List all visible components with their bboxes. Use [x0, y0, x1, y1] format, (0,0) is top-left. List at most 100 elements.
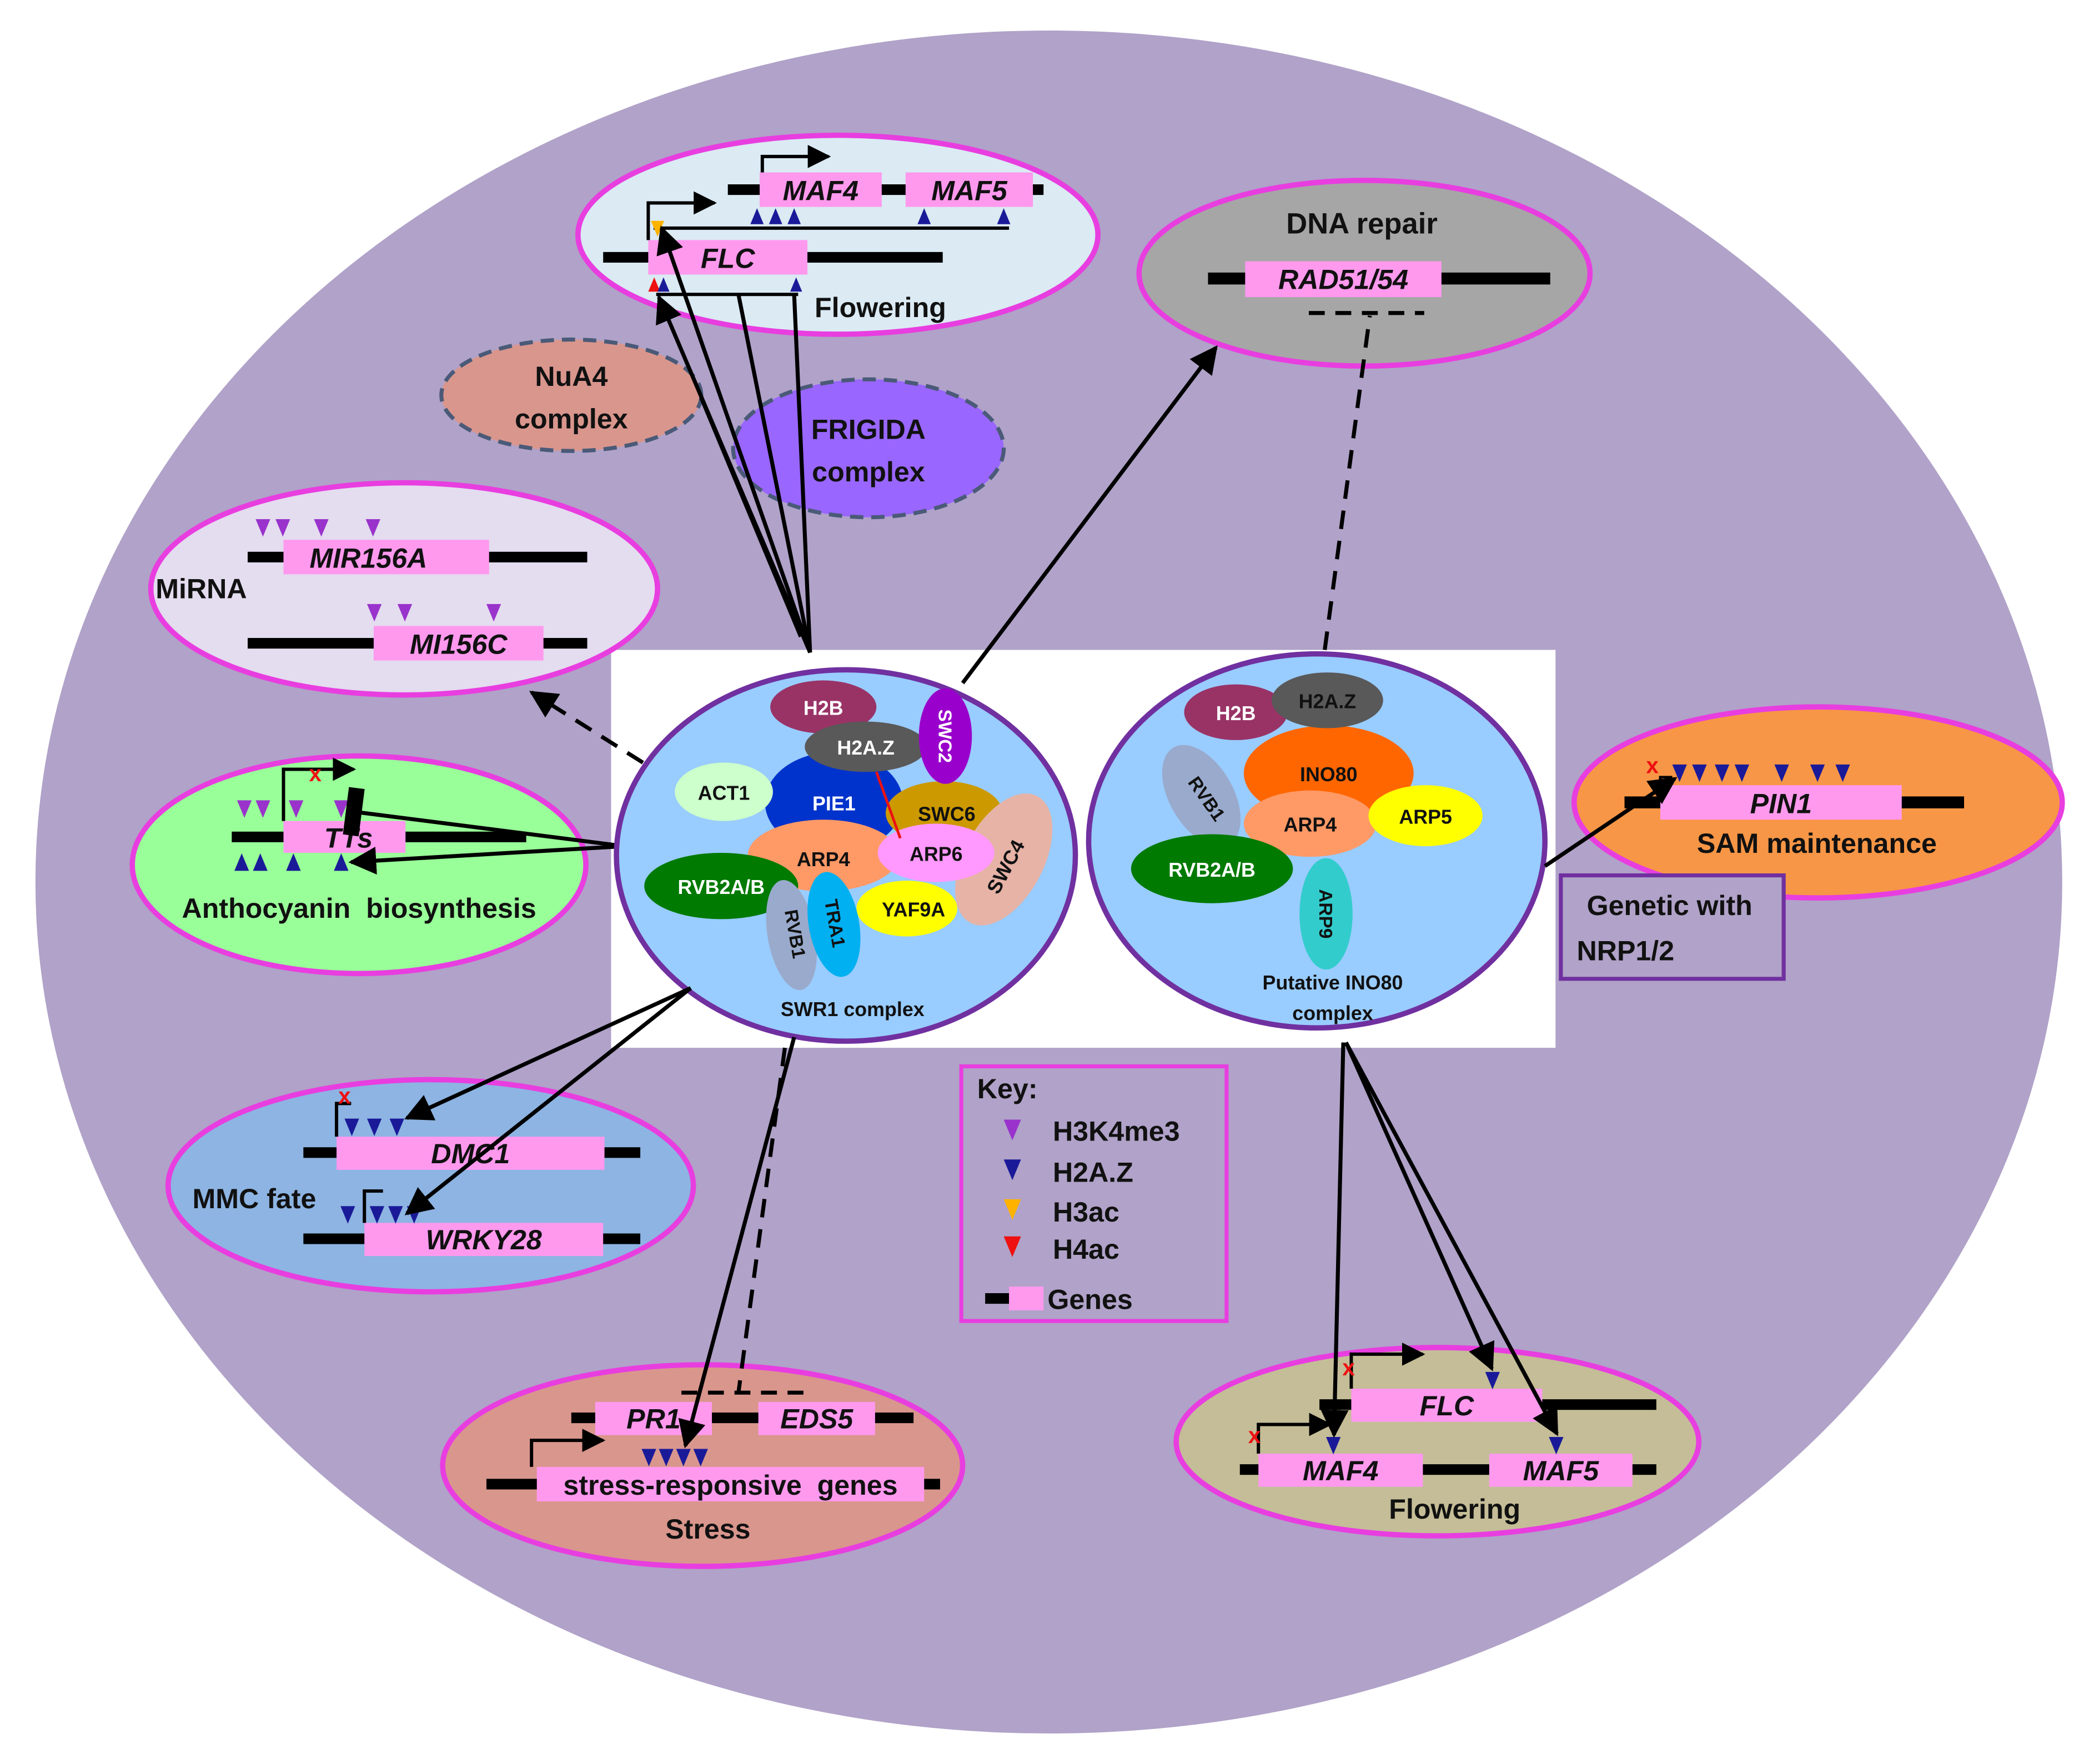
swr1-arp6-label: ARP6 [910, 843, 963, 865]
anthocyanin-title: Anthocyanin biosynthesis [182, 893, 536, 924]
ino80-rvb1 [1162, 745, 1241, 847]
flowering-top-title: Flowering [815, 292, 946, 323]
swr1-swc2-label: SWC2 [935, 709, 955, 763]
swr1-h2b [770, 680, 877, 733]
arrow [736, 294, 812, 653]
ino80-h2b [1184, 684, 1288, 740]
anthocyanin-group: TTs x Anthocyanin biosynthesis [129, 753, 589, 977]
ino80-h2az [1272, 672, 1383, 728]
key-h2az-label: H2A.Z [1053, 1157, 1133, 1188]
flowering-bottom-title: Flowering [1389, 1494, 1520, 1525]
ino80-h2az-label: H2A.Z [1299, 691, 1357, 713]
tts-gene-label: TTs [324, 822, 373, 853]
swr1-swc6-label: SWC6 [918, 803, 976, 826]
frigida-label-line1: FRIGIDA [811, 414, 926, 445]
maf5-b-gene-box [1489, 1454, 1633, 1487]
swr1-swc4 [955, 793, 1053, 926]
swr1-to-tts-arrow [348, 844, 625, 875]
maf5-gene-label: MAF5 [931, 175, 1008, 207]
frigida-label-line2: complex [812, 456, 925, 488]
nua4-group: NuA4 complex [439, 337, 704, 453]
wrky28-gene-label: WRKY28 [426, 1224, 542, 1255]
swr1-to-dmc1-arrow [404, 986, 692, 1120]
swr1-rvb2ab [644, 852, 799, 919]
swr1-rvb1 [766, 880, 817, 991]
blocked-x-mark: x [338, 1083, 351, 1108]
mmc-title: MMC fate [193, 1183, 317, 1214]
swr1-red-link [875, 771, 902, 839]
swr1-to-tts-repression [343, 787, 625, 848]
key-genes-label: Genes [1047, 1284, 1132, 1315]
frigida-group: FRIGIDA complex [731, 377, 1006, 520]
mir156a-gene-box [283, 540, 489, 575]
ino80-complex: H2B H2A.Z INO80 RVB1 ARP4 ARP5 RVB2A/B A… [1086, 651, 1548, 1031]
flowering-bottom-group: FLC x MAF4 MAF5 x Flowering [1173, 1342, 1702, 1539]
swr1-act1-label: ACT1 [698, 782, 750, 804]
swr1-to-dna-repair-arrow [961, 345, 1218, 685]
sam-title: SAM maintenance [1697, 828, 1937, 859]
ino80-arp9-label: ARP9 [1315, 889, 1335, 938]
flc-b-gene-box [1351, 1388, 1543, 1422]
maf5-gene-box [905, 172, 1033, 207]
pr1-gene-label: PR1 [626, 1404, 681, 1435]
stress-genes-label: stress-responsive genes [563, 1470, 897, 1501]
maf4-b-tss-arrow [1257, 1413, 1333, 1454]
ino80-to-maf5-arrow [1344, 1041, 1559, 1436]
swr1-complex: H2B H2A.Z SWC2 ACT1 PIE1 SWC6 ARP4 ARP6 … [614, 667, 1078, 1044]
swr1-to-flowering-arrows [656, 225, 812, 654]
key-frame [959, 1064, 1229, 1323]
ino80-to-sam-arrow [1544, 777, 1678, 868]
dna-repair-title: DNA repair [1286, 207, 1438, 240]
rad-gene-label: RAD51/54 [1278, 264, 1408, 295]
genetic-box: Genetic with NRP1/2 [1559, 873, 1786, 981]
ino80-arp5-label: ARP5 [1399, 806, 1452, 828]
key-gene-box-symbol [1009, 1286, 1044, 1311]
swr1-pie1-label: PIE1 [812, 793, 856, 815]
rad-gene-box [1245, 261, 1442, 298]
flc-b-tss-arrow [1349, 1342, 1425, 1389]
maf4-gene-label: MAF4 [783, 175, 859, 207]
anthocyanin-ellipse [129, 753, 589, 977]
stress-group: PR1 EDS5 stress-responsive genes Stress [440, 1362, 966, 1569]
swr1-to-wrky28-arrow [404, 986, 692, 1215]
arrow [792, 294, 812, 653]
key-h3k4me3-label: H3K4me3 [1053, 1115, 1180, 1147]
ino80-to-maf4-arrow [1320, 1042, 1349, 1438]
swr1-arp4-label: ARP4 [797, 848, 850, 871]
mirna-title: MiRNA [155, 573, 247, 604]
flowering-bottom-ellipse [1173, 1345, 1702, 1539]
key-title: Key: [977, 1073, 1038, 1104]
ino80-arp5 [1368, 785, 1483, 847]
swr1-arp6 [877, 823, 995, 882]
stress-tss-arrow [530, 1429, 606, 1467]
mi156c-label: MI156C [410, 629, 508, 660]
wrky28-gene-box [364, 1223, 604, 1257]
genetic-box-frame [1559, 873, 1786, 981]
maf4-gene-box [760, 172, 882, 207]
key-h4ac-label: H4ac [1053, 1234, 1119, 1265]
arrow [699, 397, 803, 637]
blocked-x-mark: x [309, 761, 322, 786]
eds5-gene-label: EDS5 [780, 1404, 853, 1435]
dmc1-tss-arrow [335, 1102, 351, 1137]
ino80-caption-line2: complex [1292, 1002, 1373, 1024]
ino80-to-dna-repair-dashed [1323, 315, 1372, 650]
arrow [656, 225, 812, 654]
swr1-yaf9a [856, 881, 957, 937]
swr1-to-stress-dashed [736, 1047, 787, 1393]
maf4-tss-arrow [760, 144, 831, 173]
ino80-to-flc-arrow [1344, 1042, 1495, 1371]
swr1-h2b-label: H2B [804, 697, 843, 720]
swr1-tra1 [807, 872, 861, 977]
flowering-top-group: MAF4 MAF5 FLC Flowering [575, 132, 1101, 337]
key-h3ac-label: H3ac [1053, 1197, 1119, 1228]
eds5-gene-box [758, 1401, 875, 1435]
ino80-arp4-label: ARP4 [1284, 814, 1337, 836]
wrky28-tss-arrow [363, 1189, 383, 1223]
genetic-box-line1: Genetic with [1587, 890, 1752, 921]
maf4-b-gene-box [1258, 1454, 1423, 1487]
swr1-yaf9a-label: YAF9A [882, 899, 945, 921]
maf4-b-gene-label: MAF4 [1303, 1455, 1379, 1486]
swr1-caption: SWR1 complex [781, 998, 925, 1021]
flc-tss-arrow [646, 191, 717, 240]
